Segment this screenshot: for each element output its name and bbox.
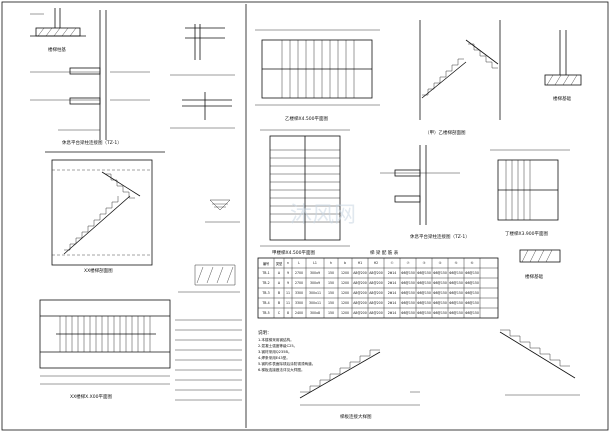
tz1-connection-right: 休息平台梁柱连接图（TZ-1）	[380, 145, 470, 240]
note-line: 5.钢构件表面除锈后涂防锈漆两道。	[258, 362, 316, 366]
tread-details: 梯板连接大样图	[299, 329, 580, 420]
note-line: 6.梯板连接做法详见大样图。	[258, 368, 305, 372]
stair-section-left: XX楼梯剖面图	[45, 151, 165, 274]
notes-left	[175, 319, 242, 401]
stair-plan-caption-left: XX楼梯X.X00平面图	[70, 393, 112, 400]
stair-plan-left: XX楼梯X.X00平面图	[39, 299, 171, 400]
small-details-left	[170, 24, 235, 129]
plan-caption-right: 丁楼梯X3.900平面图	[505, 230, 548, 237]
tz1-caption-right: 休息平台梁柱连接图（TZ-1）	[410, 233, 470, 240]
stair-section-caption-left: XX楼梯剖面图	[84, 267, 113, 274]
base-caption-right: 楼梯基础	[553, 95, 571, 102]
hatch-symbols-left	[178, 199, 240, 293]
plan-caption-mid-upper: 乙楼梯X4.500平面图	[285, 115, 328, 122]
table-title: 梯 梁 配 筋 表	[370, 249, 399, 256]
bolt-base-detail: 楼梯柱基	[30, 8, 86, 53]
plan-caption-mid-lower: 甲楼梯X4.500平面图	[272, 249, 315, 256]
note-line: 3.钢材采用Q235B。	[258, 350, 292, 354]
base-detail-right: 楼梯基础	[544, 30, 582, 102]
stair-base-caption-right: 楼梯基础	[525, 273, 543, 280]
section-caption-right-top: （甲）乙楼梯剖面图	[425, 129, 466, 136]
stair-plan-mid-upper: 乙楼梯X4.500平面图	[255, 29, 380, 122]
notes-right: 说明：	[258, 329, 272, 336]
note-line: 1.本楼梯采用钢结构。	[258, 338, 294, 342]
notes-text-layer: 1.本楼梯采用钢结构。 2.混凝土强度等级C25。 3.钢材采用Q235B。 4.焊条…	[258, 337, 338, 373]
note-line: 2.混凝土强度等级C25。	[258, 344, 298, 348]
tz1-caption-left: 休息平台梁柱连接图（TZ-1）	[62, 139, 122, 146]
stair-plan-mid-lower: 甲楼梯X4.500平面图	[260, 129, 350, 256]
reinforcement-table: 梯 梁 配 筋 表	[257, 249, 499, 319]
tread-detail-caption: 梯板连接大样图	[340, 413, 372, 420]
notes-title: 说明：	[258, 329, 272, 336]
note-line: 4.焊条采用E43型。	[258, 356, 290, 360]
tz1-connection-left: 休息平台梁柱连接图（TZ-1）	[30, 10, 150, 146]
stair-base-right: 楼梯基础	[519, 249, 561, 280]
bolt-base-caption: 楼梯柱基	[48, 46, 66, 53]
stair-section-right-top: （甲）乙楼梯剖面图	[419, 20, 501, 136]
stair-plan-right: 丁楼梯X3.900平面图	[490, 149, 570, 237]
watermark-text: 沐风网	[290, 203, 356, 228]
